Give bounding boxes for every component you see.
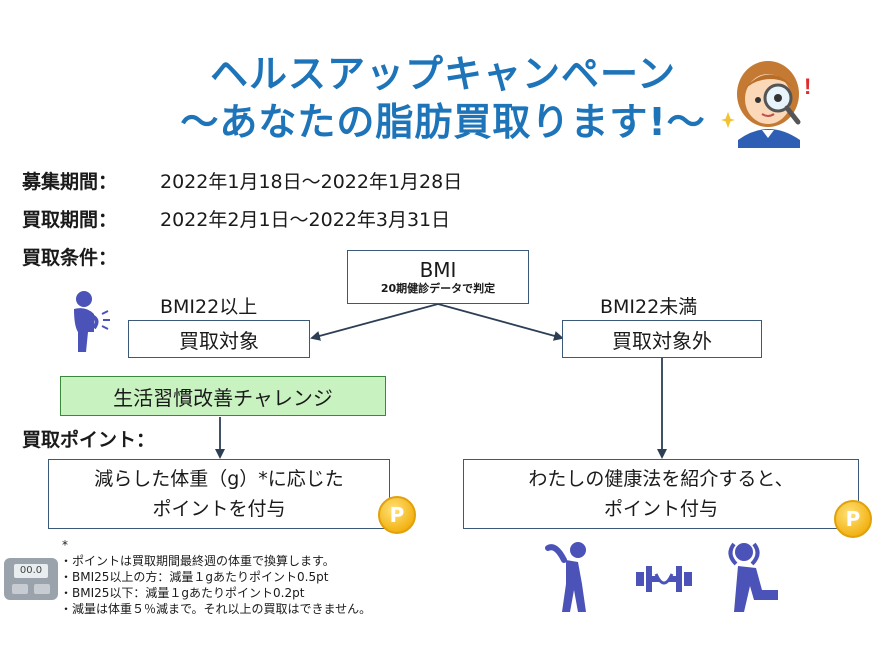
condition-label: 買取条件：: [22, 247, 118, 269]
points-label: 買取ポイント：: [22, 429, 156, 451]
non-target-box: 買取対象外: [562, 320, 762, 358]
sit-up-figure-icon: [728, 542, 778, 612]
bmi-over-22-label: BMI22以上: [160, 296, 258, 318]
detective-girl-icon: !: [721, 61, 811, 148]
dumbbell-icon: [636, 566, 692, 592]
right-result-line1: わたしの健康法を紹介すると、: [528, 468, 794, 490]
purchase-period-label: 買取期間：: [22, 209, 118, 231]
point-coin-icon-2: P: [834, 500, 872, 538]
note-line2: ・BMI25以上の方：減量１gあたりポイント0.5pt: [60, 570, 329, 584]
arrow-to-non-target: [437, 303, 564, 341]
recruit-period-label: 募集期間：: [22, 171, 118, 193]
bmi-box-title: BMI: [419, 258, 457, 282]
left-result-box: 減らした体重（g）*に応じた ポイントを付与: [48, 459, 390, 529]
bmi-under-22-label: BMI22未満: [600, 296, 698, 318]
scale-display: 00.0: [14, 564, 48, 578]
bmi-box-subtitle: 20期健診データで判定: [380, 282, 496, 295]
purchase-target-box: 買取対象: [128, 320, 310, 358]
purchase-period-value: 2022年2月1日〜2022年3月31日: [160, 209, 451, 231]
note-line1: ・ポイントは買取期間最終週の体重で換算します。: [60, 554, 335, 568]
bmi-box: BMI 20期健診データで判定: [347, 250, 529, 304]
right-result-line2: ポイント付与: [603, 498, 718, 520]
point-coin-icon: P: [378, 496, 416, 534]
left-result-line1: 減らした体重（g）*に応じた: [94, 468, 344, 490]
back-pain-figure-icon: [74, 291, 110, 352]
note-asterisk: *: [62, 538, 68, 552]
lifestyle-challenge-box: 生活習慣改善チャレンジ: [60, 376, 386, 416]
right-result-box: わたしの健康法を紹介すると、 ポイント付与: [463, 459, 859, 529]
page-title-line1: ヘルスアップキャンペーン: [209, 52, 677, 96]
weight-scale-icon: 00.0: [4, 558, 58, 600]
note-line4: ・減量は体重５％減まで。それ以上の買取はできません。: [60, 602, 372, 616]
svg-text:!: !: [804, 74, 811, 99]
arrow-to-target: [310, 303, 439, 341]
note-line3: ・BMI25以下：減量１gあたりポイント0.2pt: [60, 586, 305, 600]
left-result-line2: ポイントを付与: [152, 498, 286, 520]
recruit-period-value: 2022年1月18日〜2022年1月28日: [160, 171, 463, 193]
page-title-line2: 〜あなたの脂肪買取ります!〜: [180, 100, 706, 144]
stretching-figure-icon: [545, 542, 586, 612]
